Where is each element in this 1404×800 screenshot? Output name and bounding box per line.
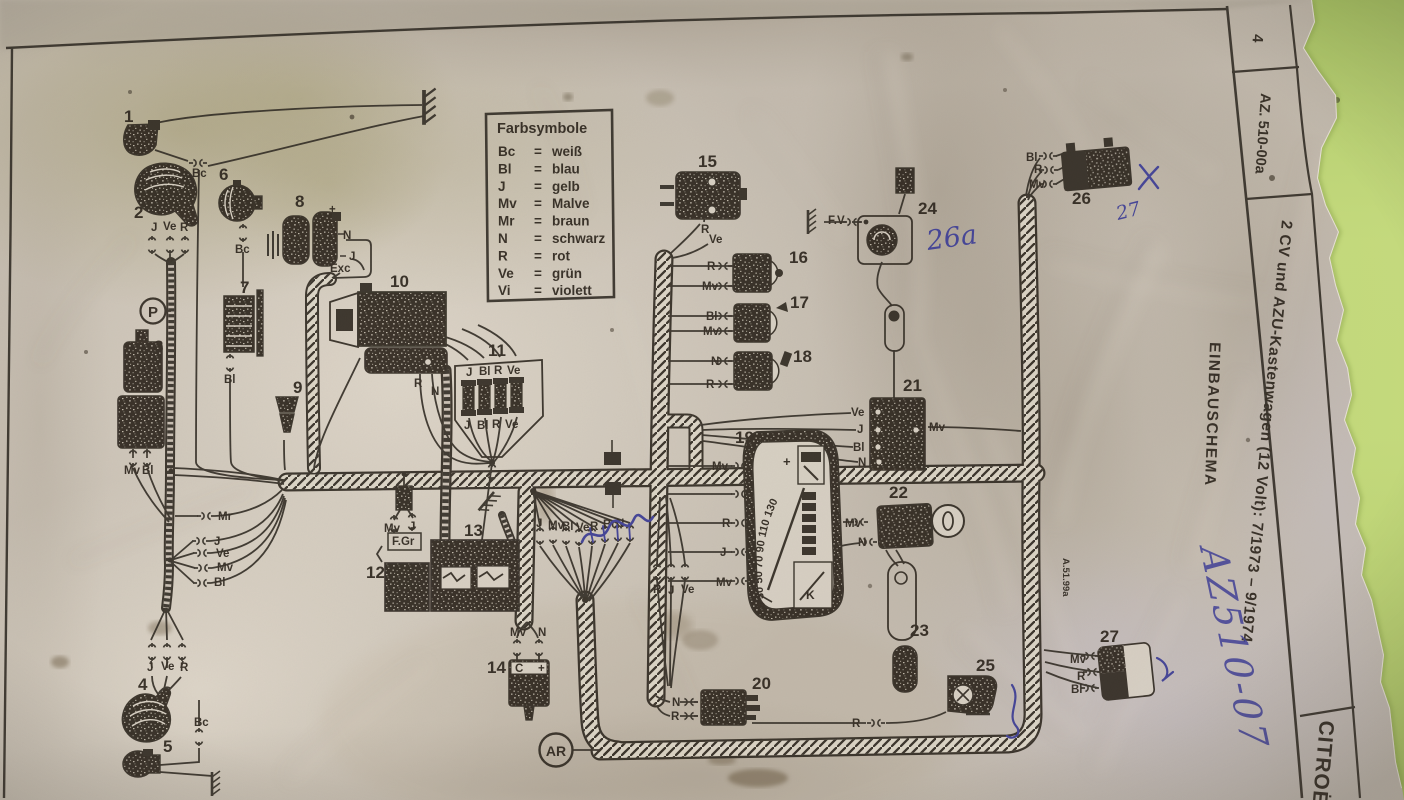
schematic-photo: Farbsymbole Bc=weißBl=blauJ=gelbMv=Malve… — [0, 0, 1404, 800]
photo-vignette — [0, 0, 1404, 800]
